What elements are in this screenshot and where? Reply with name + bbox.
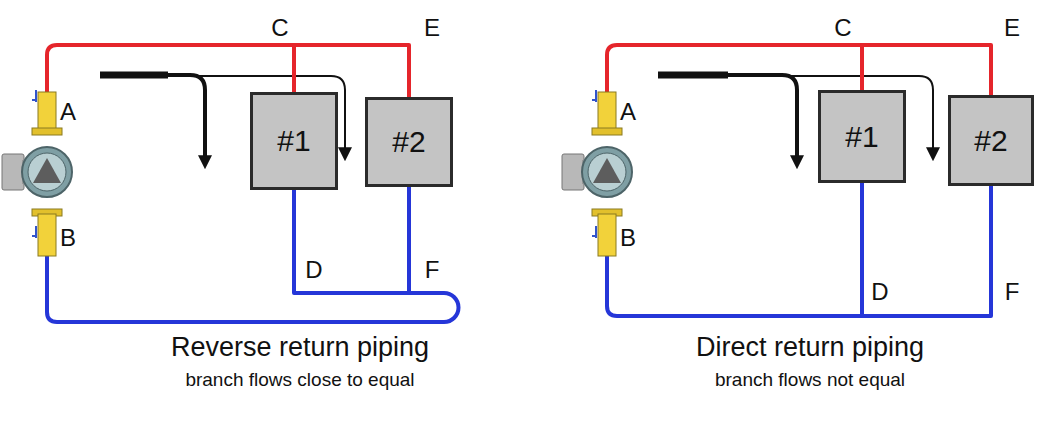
flow-arrow <box>160 75 205 158</box>
flow-arrow <box>720 75 797 158</box>
point-letter: C <box>271 15 288 41</box>
emitter-number: #1 <box>277 124 310 158</box>
pipe-connector <box>862 183 991 316</box>
emitter-number: #1 <box>845 120 878 154</box>
pump-flange <box>32 128 62 135</box>
pump-fitting <box>38 214 56 256</box>
pump-fitting <box>38 92 56 132</box>
pump-triangle <box>33 158 61 183</box>
return-pipe <box>607 255 862 316</box>
pump-face <box>588 153 626 191</box>
valve-handle <box>32 226 37 238</box>
point-letter: C <box>834 15 851 41</box>
emitter-number: #2 <box>392 125 425 159</box>
point-letter: A <box>620 99 636 125</box>
heat-emitter-box: #1 <box>250 92 338 190</box>
pump-triangle <box>593 158 621 183</box>
diagram-caption: Direct return piping <box>696 333 924 363</box>
pump-face <box>28 153 66 191</box>
heat-emitter-box: #1 <box>818 90 906 183</box>
point-letter: F <box>425 257 440 283</box>
point-letter: D <box>871 279 888 305</box>
return-pipe <box>47 255 459 322</box>
pipe-connector <box>862 45 991 95</box>
diagram-subcaption: branch flows close to equal <box>185 370 414 391</box>
diagram-caption: Reverse return piping <box>171 333 429 363</box>
heat-emitter-box: #2 <box>365 97 453 187</box>
pump-flange <box>592 128 622 135</box>
emitter-number: #2 <box>974 124 1007 158</box>
point-letter: B <box>60 225 76 251</box>
pump-fitting <box>598 92 616 132</box>
valve-handle <box>32 90 37 102</box>
point-letter: A <box>60 99 76 125</box>
point-letter: F <box>1005 279 1020 305</box>
flow-arrow <box>658 72 728 79</box>
point-letter: E <box>424 15 440 41</box>
pump-fitting <box>598 214 616 256</box>
pump-volute <box>582 147 632 197</box>
point-letter: B <box>620 225 636 251</box>
flow-arrow <box>100 72 168 79</box>
point-letter: E <box>1004 15 1020 41</box>
pump-motor <box>2 154 24 190</box>
pump-volute <box>22 147 72 197</box>
heat-emitter-box: #2 <box>948 95 1034 186</box>
valve-handle <box>592 226 597 238</box>
point-letter: D <box>305 257 322 283</box>
pump-motor <box>562 154 584 190</box>
valve-handle <box>592 90 597 102</box>
pipe-connector <box>294 187 409 293</box>
pipe-connector <box>294 45 409 97</box>
diagram-subcaption: branch flows not equal <box>715 370 905 391</box>
